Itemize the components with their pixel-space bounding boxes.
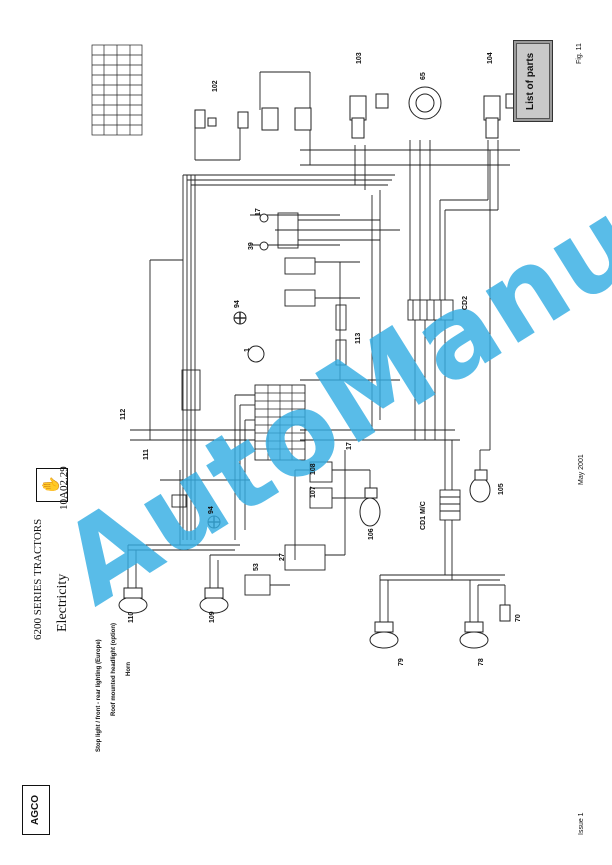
- label-cd1: CD1 M/C: [420, 501, 427, 530]
- series-title: 6200 SERIES TRACTORS: [32, 518, 44, 640]
- label-1: 1: [244, 348, 251, 352]
- logo-agco: AGCO: [22, 785, 50, 835]
- label-17-mid: 17: [346, 442, 353, 450]
- label-103: 103: [356, 52, 363, 64]
- footer-issue: Issue 1: [578, 812, 585, 835]
- label-78: 78: [478, 658, 485, 666]
- label-104: 104: [487, 52, 494, 64]
- label-108: 108: [310, 463, 317, 475]
- footer-date: May 2001: [578, 454, 585, 485]
- caption-stop-lights: Stop light / front - rear lighting (Euro…: [96, 639, 102, 752]
- figure-number: Fig. 11: [576, 43, 583, 64]
- label-112: 112: [120, 408, 127, 420]
- label-94-top: 94: [234, 300, 241, 308]
- label-105: 105: [498, 483, 505, 495]
- caption-horn: Horn: [126, 662, 132, 676]
- label-53: 53: [253, 563, 260, 571]
- label-94-bottom: 94: [208, 506, 215, 514]
- label-79: 79: [398, 658, 405, 666]
- label-109: 109: [209, 611, 216, 623]
- label-102: 102: [212, 80, 219, 92]
- label-113: 113: [355, 332, 362, 344]
- label-70: 70: [515, 614, 522, 622]
- label-110: 110: [128, 611, 135, 623]
- section-title: Electricity: [55, 573, 70, 632]
- document-code: 10A02.29: [58, 466, 70, 510]
- label-17-top: 17: [255, 208, 262, 216]
- list-of-parts-label: List of parts: [525, 52, 536, 110]
- label-65: 65: [420, 72, 427, 80]
- label-111: 111: [143, 449, 150, 460]
- label-107: 107: [310, 486, 317, 498]
- list-of-parts-button-face[interactable]: [516, 43, 550, 119]
- label-27: 27: [279, 553, 286, 561]
- caption-roof-headlight: Roof mounted headlight (option): [111, 623, 117, 716]
- label-106: 106: [368, 528, 375, 540]
- label-39: 39: [248, 242, 255, 250]
- label-cd2: CD2: [462, 295, 469, 310]
